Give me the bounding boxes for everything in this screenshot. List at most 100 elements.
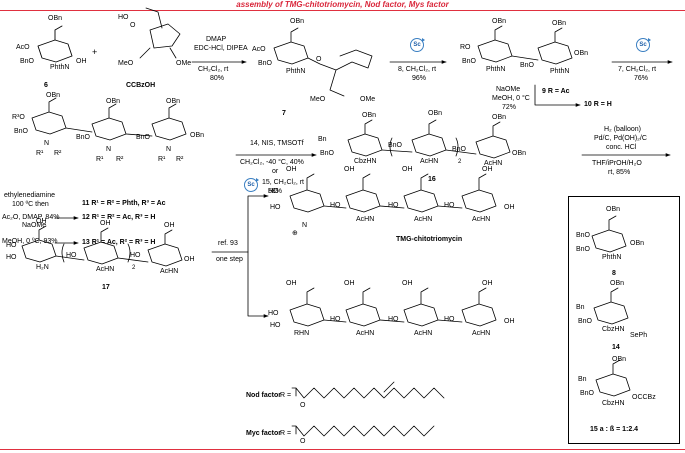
group-ho-tmg-e: HO	[444, 202, 455, 209]
label-compound-16: 16	[428, 176, 436, 183]
label-compound-12: 12 R¹ = R² = Ac, R³ = H	[82, 214, 156, 221]
group-obn-16a: OBn	[362, 112, 377, 119]
cond-step3-b: 76%	[634, 75, 649, 82]
ring-8b	[511, 27, 573, 65]
group-seph-box14: SePh	[630, 332, 648, 339]
group-obn-box8: OBn	[606, 206, 621, 213]
group-r1-11a: R¹	[36, 150, 44, 157]
group-r2-11a: R²	[54, 150, 62, 157]
group-obn-11a: OBn	[46, 92, 61, 99]
label-myc-factor: Myc factor	[246, 430, 282, 437]
cond-hyd-b: Pd/C, Pd(OH)₂/C	[594, 135, 647, 142]
ring-box-14	[593, 287, 629, 325]
group-bn-16: Bn	[318, 136, 327, 143]
bracket-17	[61, 243, 131, 263]
ring-7	[273, 27, 373, 97]
group-occbz-box15: OCCBz	[632, 394, 656, 401]
cond-depro-a: NaOMe	[496, 86, 521, 93]
group-achn-17b: AcHN	[160, 268, 179, 275]
group-bn-box15: Bn	[578, 376, 587, 383]
group-ho-17b: HO	[6, 254, 17, 261]
bracket-16	[389, 137, 459, 157]
header-rule	[0, 10, 685, 11]
cond-eda-d: NaOMe	[22, 222, 47, 229]
group-oh-17c: OH	[164, 222, 175, 229]
group-bno-box8b: BnO	[576, 246, 591, 253]
group-achn-tmg-c: AcHN	[472, 216, 491, 223]
group-ho-tmg-c: HO	[330, 202, 341, 209]
group-ho-tmg-d: HO	[388, 202, 399, 209]
group-bno-11b: BnO	[76, 134, 91, 141]
group-ho-nod-e: HO	[444, 316, 455, 323]
group-oh-nod-e: OH	[504, 318, 515, 325]
scheme-header: assembly of TMG-chitotriomycin, Nod fact…	[236, 0, 449, 9]
group-obn-9b: OBn	[552, 20, 567, 27]
ring-nod-a	[289, 287, 325, 327]
group-cbzhn-16: CbzHN	[354, 158, 377, 165]
label-box-14: 14	[612, 344, 620, 351]
group-oh-nod-b: OH	[344, 280, 355, 287]
group-bno-box15: BnO	[580, 390, 595, 397]
cond-step4-or: or	[272, 168, 279, 175]
ring-box-15	[595, 359, 631, 397]
group-h2n-17: H₂N	[36, 264, 49, 271]
group-ome-7: OMe	[360, 96, 376, 103]
group-ho-17a: HO	[6, 242, 17, 249]
group-phthn-9a: PhthN	[486, 66, 506, 73]
ring-11c	[125, 103, 187, 141]
group-obn-box15: OBn	[612, 356, 627, 363]
group-achn-16b: AcHN	[484, 160, 503, 167]
arrow-split-top	[247, 194, 269, 253]
group-o-ccbz: O	[130, 22, 136, 29]
ring-nod-d	[437, 287, 497, 327]
cond-hyd-a: H₂ (balloon)	[604, 126, 641, 133]
group-oh-nod-d: OH	[482, 280, 493, 287]
ring-16c	[445, 121, 511, 159]
nod-db	[383, 381, 395, 393]
cond-hyd-d: THF/iPrOH/H₂O	[592, 160, 642, 167]
cond-step2-a: 8, CH₂Cl₂, rt	[398, 66, 437, 73]
ring-tmg-d	[437, 173, 497, 213]
group-aco-6: AcO	[16, 44, 30, 51]
group-cbzhn-box14: CbzHN	[602, 326, 625, 333]
label-nod-factor: Nod factor	[246, 392, 281, 399]
group-r1-11c: R¹	[158, 156, 166, 163]
cond-step4-d: 58%	[268, 188, 283, 195]
cond-hyd-c: conc. HCl	[606, 144, 637, 151]
ring-11a	[31, 97, 67, 135]
group-achn-tmg-a: AcHN	[356, 216, 375, 223]
cond-hyd-e: rt, 85%	[608, 169, 631, 176]
label-compound-6: 6	[44, 82, 48, 89]
group-bno-box8a: BnO	[576, 232, 591, 239]
group-bno-7: BnO	[258, 60, 273, 67]
group-oh-tmg-b: OH	[344, 166, 355, 173]
group-obn-11d: OBn	[190, 132, 205, 139]
group-r2-11b: R²	[116, 156, 124, 163]
ring-8a	[477, 25, 513, 63]
myc-chain	[291, 425, 435, 437]
cond-step1-d: 80%	[210, 75, 225, 82]
cond-eda-e: MeOH, 0 ºC, 93%	[2, 238, 58, 245]
ring-17c	[117, 229, 183, 267]
group-ho-tmg-b: HO	[270, 204, 281, 211]
group-nme3-tmg: N	[302, 222, 308, 229]
group-o-myc: O	[300, 438, 306, 445]
group-n-11b: N	[106, 146, 112, 153]
plus-sign: +	[92, 47, 98, 57]
cond-step4-a: 14, NIS, TMSOTf	[250, 140, 304, 147]
group-bno-11a: BnO	[14, 128, 29, 135]
group-bno-box14: BnO	[578, 318, 593, 325]
ring-ccbzoh	[139, 7, 181, 59]
group-obn-16d: OBn	[512, 150, 527, 157]
footer-rule	[0, 449, 685, 450]
group-phthn-box8: PhthN	[602, 254, 622, 261]
r-eq-myc: R =	[280, 430, 292, 437]
group-bno-11c: BnO	[136, 134, 151, 141]
ring-11b	[65, 103, 127, 141]
group-achn-nod-b: AcHN	[414, 330, 433, 337]
group-ho-nod-d: HO	[388, 316, 399, 323]
group-obn-11b: OBn	[106, 98, 121, 105]
group-oh-17a: OH	[36, 218, 47, 225]
charge-plus-tmg: ⊕	[292, 230, 298, 237]
